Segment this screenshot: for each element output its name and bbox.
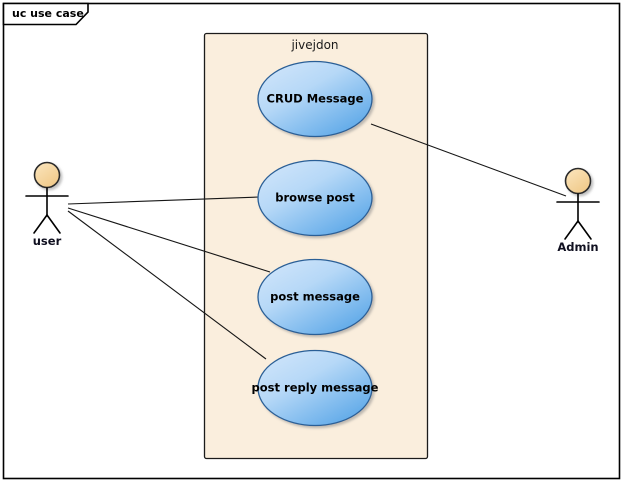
use-case-ellipse[interactable] bbox=[257, 349, 373, 427]
package-box bbox=[203, 32, 429, 460]
actor-label: Admin bbox=[557, 240, 598, 254]
use-case-label: post reply message bbox=[252, 381, 379, 395]
use-case-ellipse[interactable] bbox=[257, 258, 373, 336]
actor-admin[interactable]: Admin bbox=[556, 167, 600, 255]
actor-right-leg-line bbox=[46, 214, 61, 234]
use-case-post-reply-message[interactable]: post reply message bbox=[252, 349, 379, 427]
use-case-ellipse[interactable] bbox=[257, 159, 373, 237]
use-case-browse-post[interactable]: browse post bbox=[257, 159, 373, 237]
association-admin-crud-message bbox=[370, 123, 567, 197]
association-user-post-message bbox=[67, 207, 271, 273]
actor-head-icon bbox=[564, 167, 592, 195]
use-case-label: browse post bbox=[275, 191, 355, 205]
actor-user[interactable]: user bbox=[25, 161, 69, 249]
association-user-post-reply-message bbox=[67, 210, 267, 360]
actor-right-leg-line bbox=[577, 220, 592, 240]
association-lines bbox=[67, 123, 567, 360]
use-case-ellipse[interactable] bbox=[257, 60, 373, 138]
actor-head-icon bbox=[33, 161, 61, 189]
diagram-frame-border bbox=[2, 2, 621, 480]
frame-label: uc use case bbox=[12, 7, 84, 20]
use-case-label: CRUD Message bbox=[267, 92, 364, 106]
package-label: jivejdon bbox=[290, 38, 338, 52]
use-case-crud-message[interactable]: CRUD Message bbox=[257, 60, 373, 138]
actor-left-leg-line bbox=[33, 214, 48, 234]
actor-label: user bbox=[33, 234, 62, 248]
use-case-post-message[interactable]: post message bbox=[257, 258, 373, 336]
frame-label-tab bbox=[2, 2, 89, 26]
actor-left-leg-line bbox=[564, 220, 579, 240]
association-user-browse-post bbox=[67, 196, 260, 205]
use-case-label: post message bbox=[270, 290, 360, 304]
